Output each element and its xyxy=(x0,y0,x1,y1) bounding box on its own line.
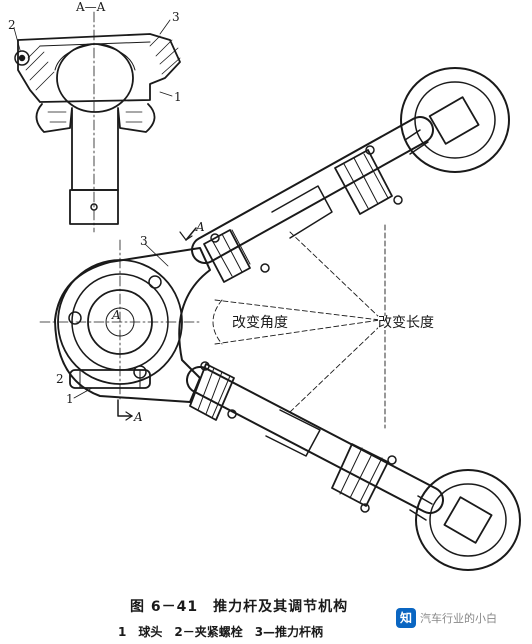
central-bracket xyxy=(39,227,211,421)
mechanism-drawing xyxy=(13,11,521,571)
inset-callout-3: 3 xyxy=(172,10,180,24)
angle-annotation: 改变角度 xyxy=(232,315,288,331)
figure-legend: 1 球头 2－夹紧螺栓 3—推力杆柄 xyxy=(118,625,324,639)
upper-clamp-1 xyxy=(203,229,251,283)
main-callout-3: 3 xyxy=(140,234,148,248)
length-annotation: 改变长度 xyxy=(378,315,434,331)
lower-clamp-1 xyxy=(189,363,235,421)
inset-callout-1: 1 xyxy=(174,90,182,104)
main-callout-1: 1 xyxy=(66,392,74,406)
housing-hatching xyxy=(25,35,181,91)
zhihu-logo-icon: 知 xyxy=(396,608,416,628)
angle-and-length-lines xyxy=(212,224,386,429)
section-view-inset xyxy=(13,11,181,233)
upper-clamp-2 xyxy=(334,149,393,215)
lower-thrust-rod xyxy=(186,361,521,571)
hub-center-label: A xyxy=(112,308,121,322)
watermark: 知 汽车行业的小白 xyxy=(396,608,497,628)
watermark-text: 汽车行业的小白 xyxy=(420,612,497,625)
lower-clamp-2 xyxy=(331,443,389,507)
main-callout-2: 2 xyxy=(56,372,64,386)
lower-eye-end xyxy=(409,469,521,571)
section-arrow-label-bottom: A xyxy=(134,410,143,424)
upper-eye-end xyxy=(400,67,510,173)
inset-callout-2: 2 xyxy=(8,18,16,32)
upper-thrust-rod xyxy=(191,67,510,283)
figure-caption: 图 6－41 推力杆及其调节机构 xyxy=(130,599,349,615)
section-label: A—A xyxy=(76,0,106,14)
section-arrow-label-top: A xyxy=(196,220,205,234)
